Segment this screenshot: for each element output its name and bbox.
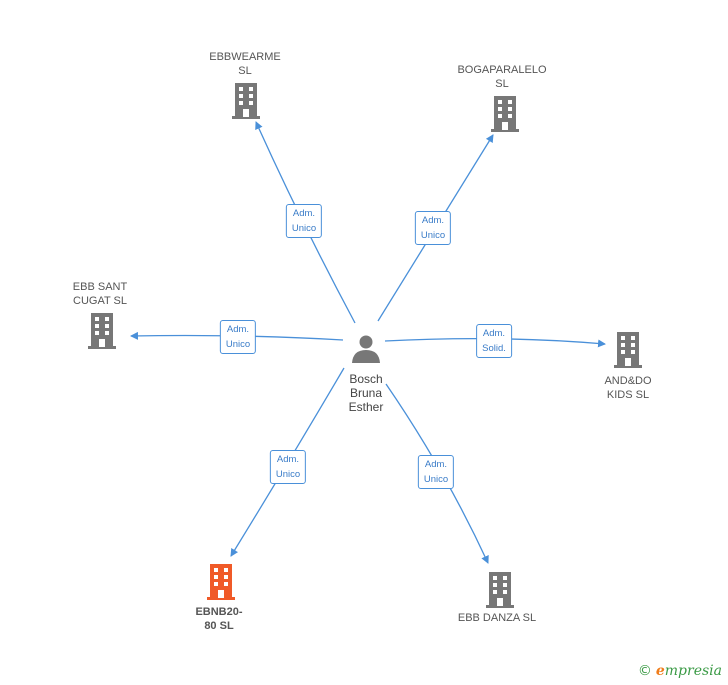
label-line: Bruna [349, 386, 383, 400]
logo-text: mpresia [664, 663, 722, 679]
label-line: EBB DANZA SL [457, 612, 537, 624]
company-name-ebnb20-80[interactable]: EBNB20- 80 SL [164, 605, 274, 633]
label-line: Bosch [349, 372, 383, 386]
label-line: Esther [348, 400, 384, 414]
company-name-anddo-kids[interactable]: AND&DO KIDS SL [573, 374, 683, 402]
role-badge-ebbwearme: Adm. Unico [285, 204, 323, 238]
role-line: Adm. [482, 328, 506, 339]
role-line: Adm. [292, 208, 316, 219]
building-icon-ebnb20-80[interactable] [207, 564, 235, 600]
label-line: CUGAT SL [73, 295, 127, 307]
role-line: Unico [275, 469, 301, 480]
role-line: Solid. [482, 343, 506, 354]
company-name-ebb-sant-cugat[interactable]: EBB SANT CUGAT SL [45, 280, 155, 308]
building-icon-bogaparalelo[interactable] [491, 96, 519, 132]
role-line: Adm. [424, 459, 448, 470]
role-line: Unico [420, 230, 446, 241]
label-line: BOGAPARALELO [457, 64, 547, 76]
role-badge-bogaparalelo: Adm. Unico [414, 211, 452, 245]
role-line: Unico [225, 339, 251, 350]
label-line: SL [238, 65, 252, 77]
role-badge-ebb-sant-cugat: Adm. Unico [219, 320, 257, 354]
role-line: Adm. [421, 215, 445, 226]
role-badge-anddo-kids: Adm. Solid. [476, 324, 512, 358]
company-name-ebb-danza[interactable]: EBB DANZA SL [442, 611, 552, 625]
empresia-logo: ©empresia [638, 663, 722, 679]
building-icon-anddo-kids[interactable] [614, 332, 642, 368]
label-line: SL [495, 78, 509, 90]
logo-initial: e [655, 663, 665, 679]
label-line: EBNB20- [195, 606, 243, 618]
label-line: EBBWEARME [209, 51, 281, 63]
role-line: Adm. [276, 454, 300, 465]
label-line: KIDS SL [606, 389, 650, 401]
role-line: Adm. [226, 324, 250, 335]
nodes-layer [88, 83, 642, 608]
label-line: EBB SANT [72, 281, 128, 293]
person-icon[interactable] [352, 335, 380, 364]
building-icon-ebb-sant-cugat[interactable] [88, 313, 116, 349]
role-line: Unico [423, 474, 449, 485]
building-icon-ebbwearme[interactable] [232, 83, 260, 119]
building-icon-ebb-danza[interactable] [486, 572, 514, 608]
label-line: AND&DO [604, 375, 652, 387]
label-line: 80 SL [204, 620, 234, 632]
role-badge-ebb-danza: Adm. Unico [417, 455, 455, 489]
role-badge-ebnb20-80: Adm. Unico [269, 450, 307, 484]
copyright-icon: © [637, 663, 652, 679]
role-line: Unico [291, 223, 317, 234]
company-name-ebbwearme[interactable]: EBBWEARME SL [190, 50, 300, 78]
company-name-bogaparalelo[interactable]: BOGAPARALELO SL [447, 63, 557, 91]
